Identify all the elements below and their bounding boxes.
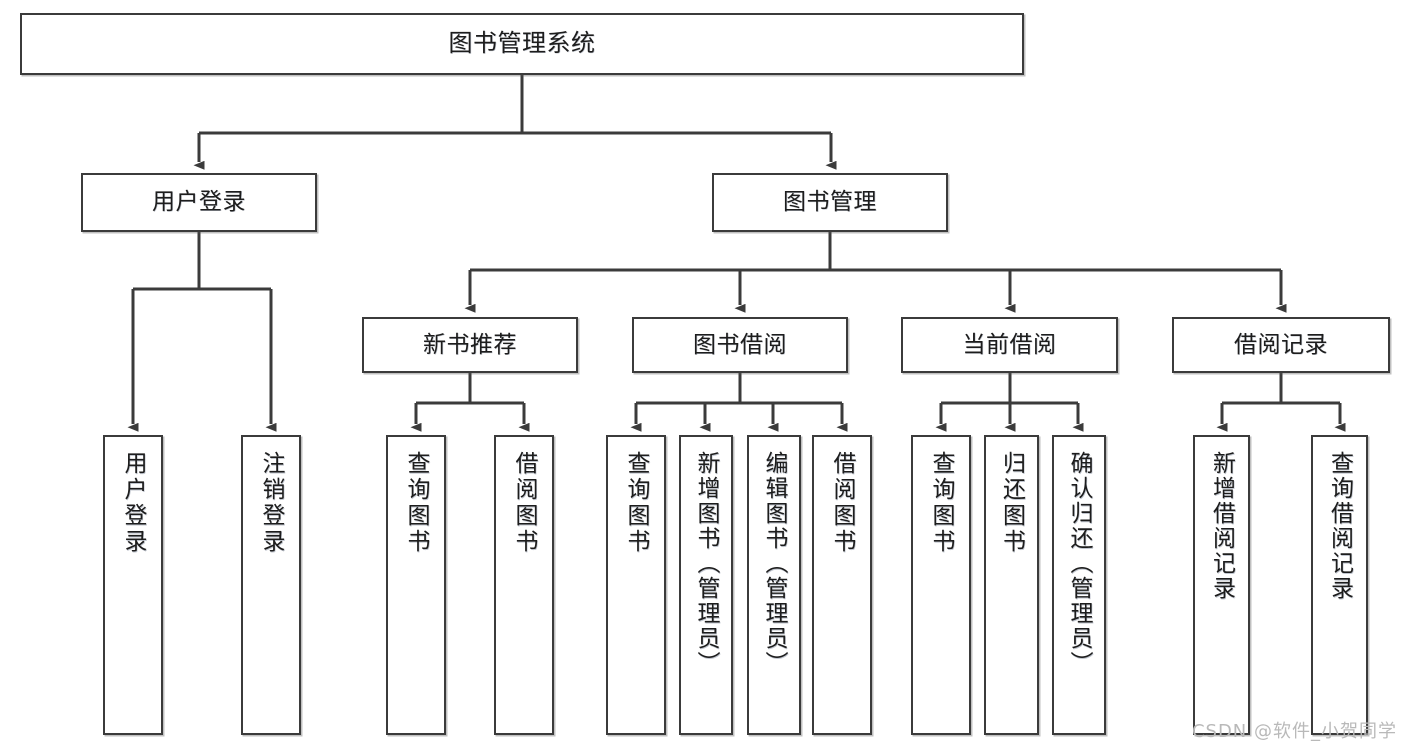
- node-leaf-query-borrow-record[interactable]: 查询借阅记录: [1311, 435, 1368, 735]
- node-leaf-borrow-books-borrowing[interactable]: 借阅图书: [812, 435, 872, 735]
- node-leaf-confirm-return-admin[interactable]: 确认归还（管理员）: [1052, 435, 1106, 735]
- node-leaf-user-login[interactable]: 用户登录: [103, 435, 163, 735]
- node-leaf-return-books[interactable]: 归还图书: [984, 435, 1039, 735]
- node-label: 用户登录: [120, 451, 147, 555]
- node-label: 编辑图书（管理员）: [761, 451, 788, 676]
- node-leaf-query-books-current[interactable]: 查询图书: [911, 435, 971, 735]
- node-label: 用户登录: [152, 189, 246, 216]
- node-root-book-management-system[interactable]: 图书管理系统: [20, 13, 1024, 75]
- node-label: 新增借阅记录: [1208, 451, 1235, 601]
- node-book-borrowing[interactable]: 图书借阅: [632, 317, 848, 373]
- node-label: 查询借阅记录: [1326, 451, 1353, 601]
- node-new-book-recommendation[interactable]: 新书推荐: [362, 317, 578, 373]
- watermark-text: CSDN @软件_小贺同学: [1191, 721, 1397, 742]
- node-label: 归还图书: [998, 451, 1025, 555]
- node-leaf-borrow-books-recommendation[interactable]: 借阅图书: [494, 435, 554, 735]
- node-leaf-query-books-recommendation[interactable]: 查询图书: [386, 435, 446, 735]
- node-label: 图书管理系统: [448, 29, 596, 58]
- node-label: 借阅图书: [829, 451, 856, 555]
- node-leaf-edit-book-admin[interactable]: 编辑图书（管理员）: [747, 435, 801, 735]
- node-label: 确认归还（管理员）: [1066, 451, 1093, 676]
- node-label: 借阅记录: [1234, 331, 1328, 358]
- node-label: 当前借阅: [962, 331, 1057, 358]
- node-leaf-add-book-admin[interactable]: 新增图书（管理员）: [679, 435, 733, 735]
- node-borrowing-records[interactable]: 借阅记录: [1172, 317, 1390, 373]
- node-leaf-user-logout[interactable]: 注销登录: [241, 435, 301, 735]
- node-leaf-add-borrow-record[interactable]: 新增借阅记录: [1193, 435, 1250, 735]
- node-leaf-query-books-borrowing[interactable]: 查询图书: [606, 435, 666, 735]
- node-current-borrowing[interactable]: 当前借阅: [901, 317, 1118, 373]
- node-label: 图书管理: [783, 189, 877, 216]
- node-label: 查询图书: [623, 451, 650, 555]
- node-book-management[interactable]: 图书管理: [712, 173, 948, 232]
- node-label: 查询图书: [928, 451, 955, 555]
- node-user-login[interactable]: 用户登录: [81, 173, 317, 232]
- node-label: 新书推荐: [423, 331, 517, 358]
- node-label: 图书借阅: [693, 331, 787, 358]
- node-label: 注销登录: [258, 451, 285, 555]
- node-label: 查询图书: [403, 451, 430, 555]
- node-label: 新增图书（管理员）: [693, 451, 720, 676]
- node-label: 借阅图书: [511, 451, 538, 555]
